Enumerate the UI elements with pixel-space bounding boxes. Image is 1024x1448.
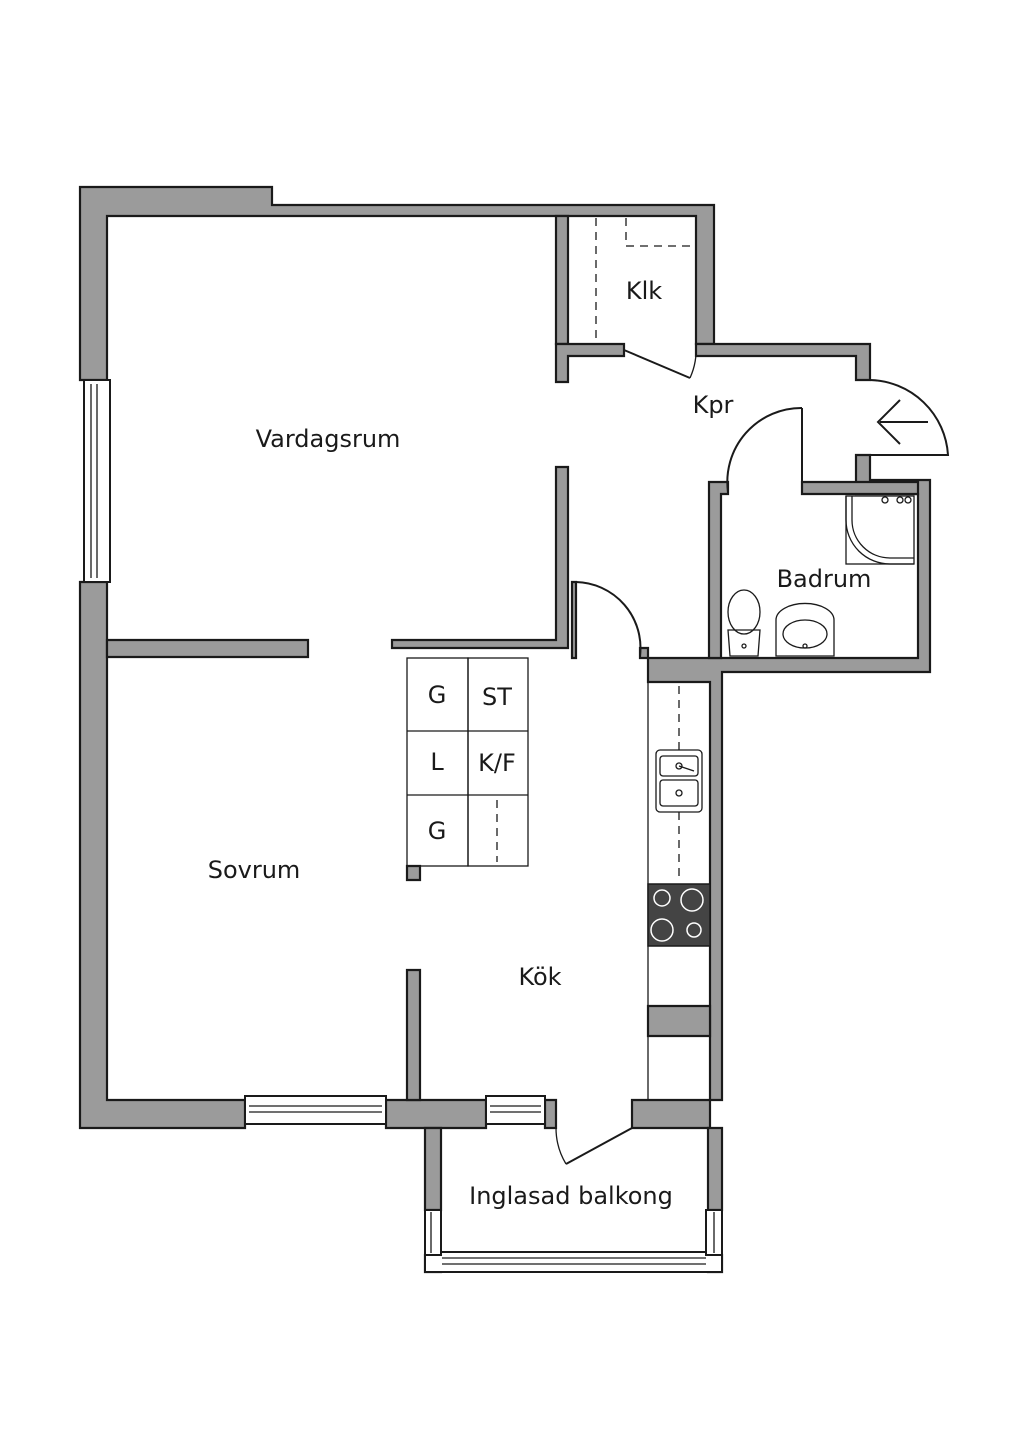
sink-icon (655, 749, 703, 813)
wall-badrum-top (800, 480, 920, 496)
room-label-kok: Kök (518, 963, 561, 991)
wall-klk-bottom (554, 342, 626, 384)
room-label-kpr: Kpr (693, 391, 734, 419)
toilet-icon (727, 589, 761, 657)
door-kitchen (575, 581, 642, 657)
wall-outer-left-bottom (78, 580, 247, 1130)
room-label-vardagsrum: Vardagsrum (256, 425, 401, 453)
window-sovrum (244, 1095, 387, 1125)
shower-icon (845, 495, 915, 565)
room-label-sovrum: Sovrum (208, 856, 301, 884)
wall-storage-stub (405, 864, 422, 882)
window-vardagsrum (83, 379, 111, 583)
wall-kitchen-column-1 (646, 1004, 712, 1038)
storage-label-g-top: G (428, 681, 447, 709)
door-entrance (869, 379, 950, 456)
room-label-badrum: Badrum (777, 565, 872, 593)
wall-badrum-left (707, 480, 730, 660)
storage-grid (406, 657, 529, 867)
entrance-arrow-icon (876, 399, 928, 445)
door-klk (623, 343, 697, 379)
wall-kpr-top (694, 342, 872, 382)
room-label-balkong: Inglasad balkong (469, 1182, 673, 1210)
wall-klk-left (554, 214, 570, 346)
room-label-klk: Klk (626, 277, 662, 305)
wall-vardagsrum-bottom-left (105, 638, 310, 659)
wall-bottom-stub (543, 1098, 558, 1130)
storage-label-st: ST (482, 683, 512, 711)
kitchen-counter (647, 681, 711, 1101)
wall-balkong-right (706, 1126, 724, 1212)
window-balkong-left (424, 1209, 442, 1256)
window-balkong-right (705, 1209, 723, 1256)
storage-label-kf: K/F (478, 749, 516, 777)
klk-shelves (595, 218, 696, 344)
wall-balkong-left (423, 1126, 443, 1212)
wall-bottom-right (630, 1098, 712, 1130)
storage-label-g-bottom: G (428, 817, 447, 845)
hob-icon (647, 883, 711, 947)
door-balkong (555, 1127, 633, 1165)
washbasin-icon (775, 602, 835, 657)
storage-label-l: L (430, 748, 444, 776)
wall-sovrum-kok (405, 968, 422, 1102)
wall-entrance-lower (638, 453, 932, 1102)
wall-bottom-mid (384, 1098, 488, 1130)
wall-vardagsrum-right (390, 465, 570, 650)
window-balkong-bottom (424, 1251, 723, 1273)
door-badrum (726, 406, 803, 493)
window-kok (485, 1095, 546, 1125)
